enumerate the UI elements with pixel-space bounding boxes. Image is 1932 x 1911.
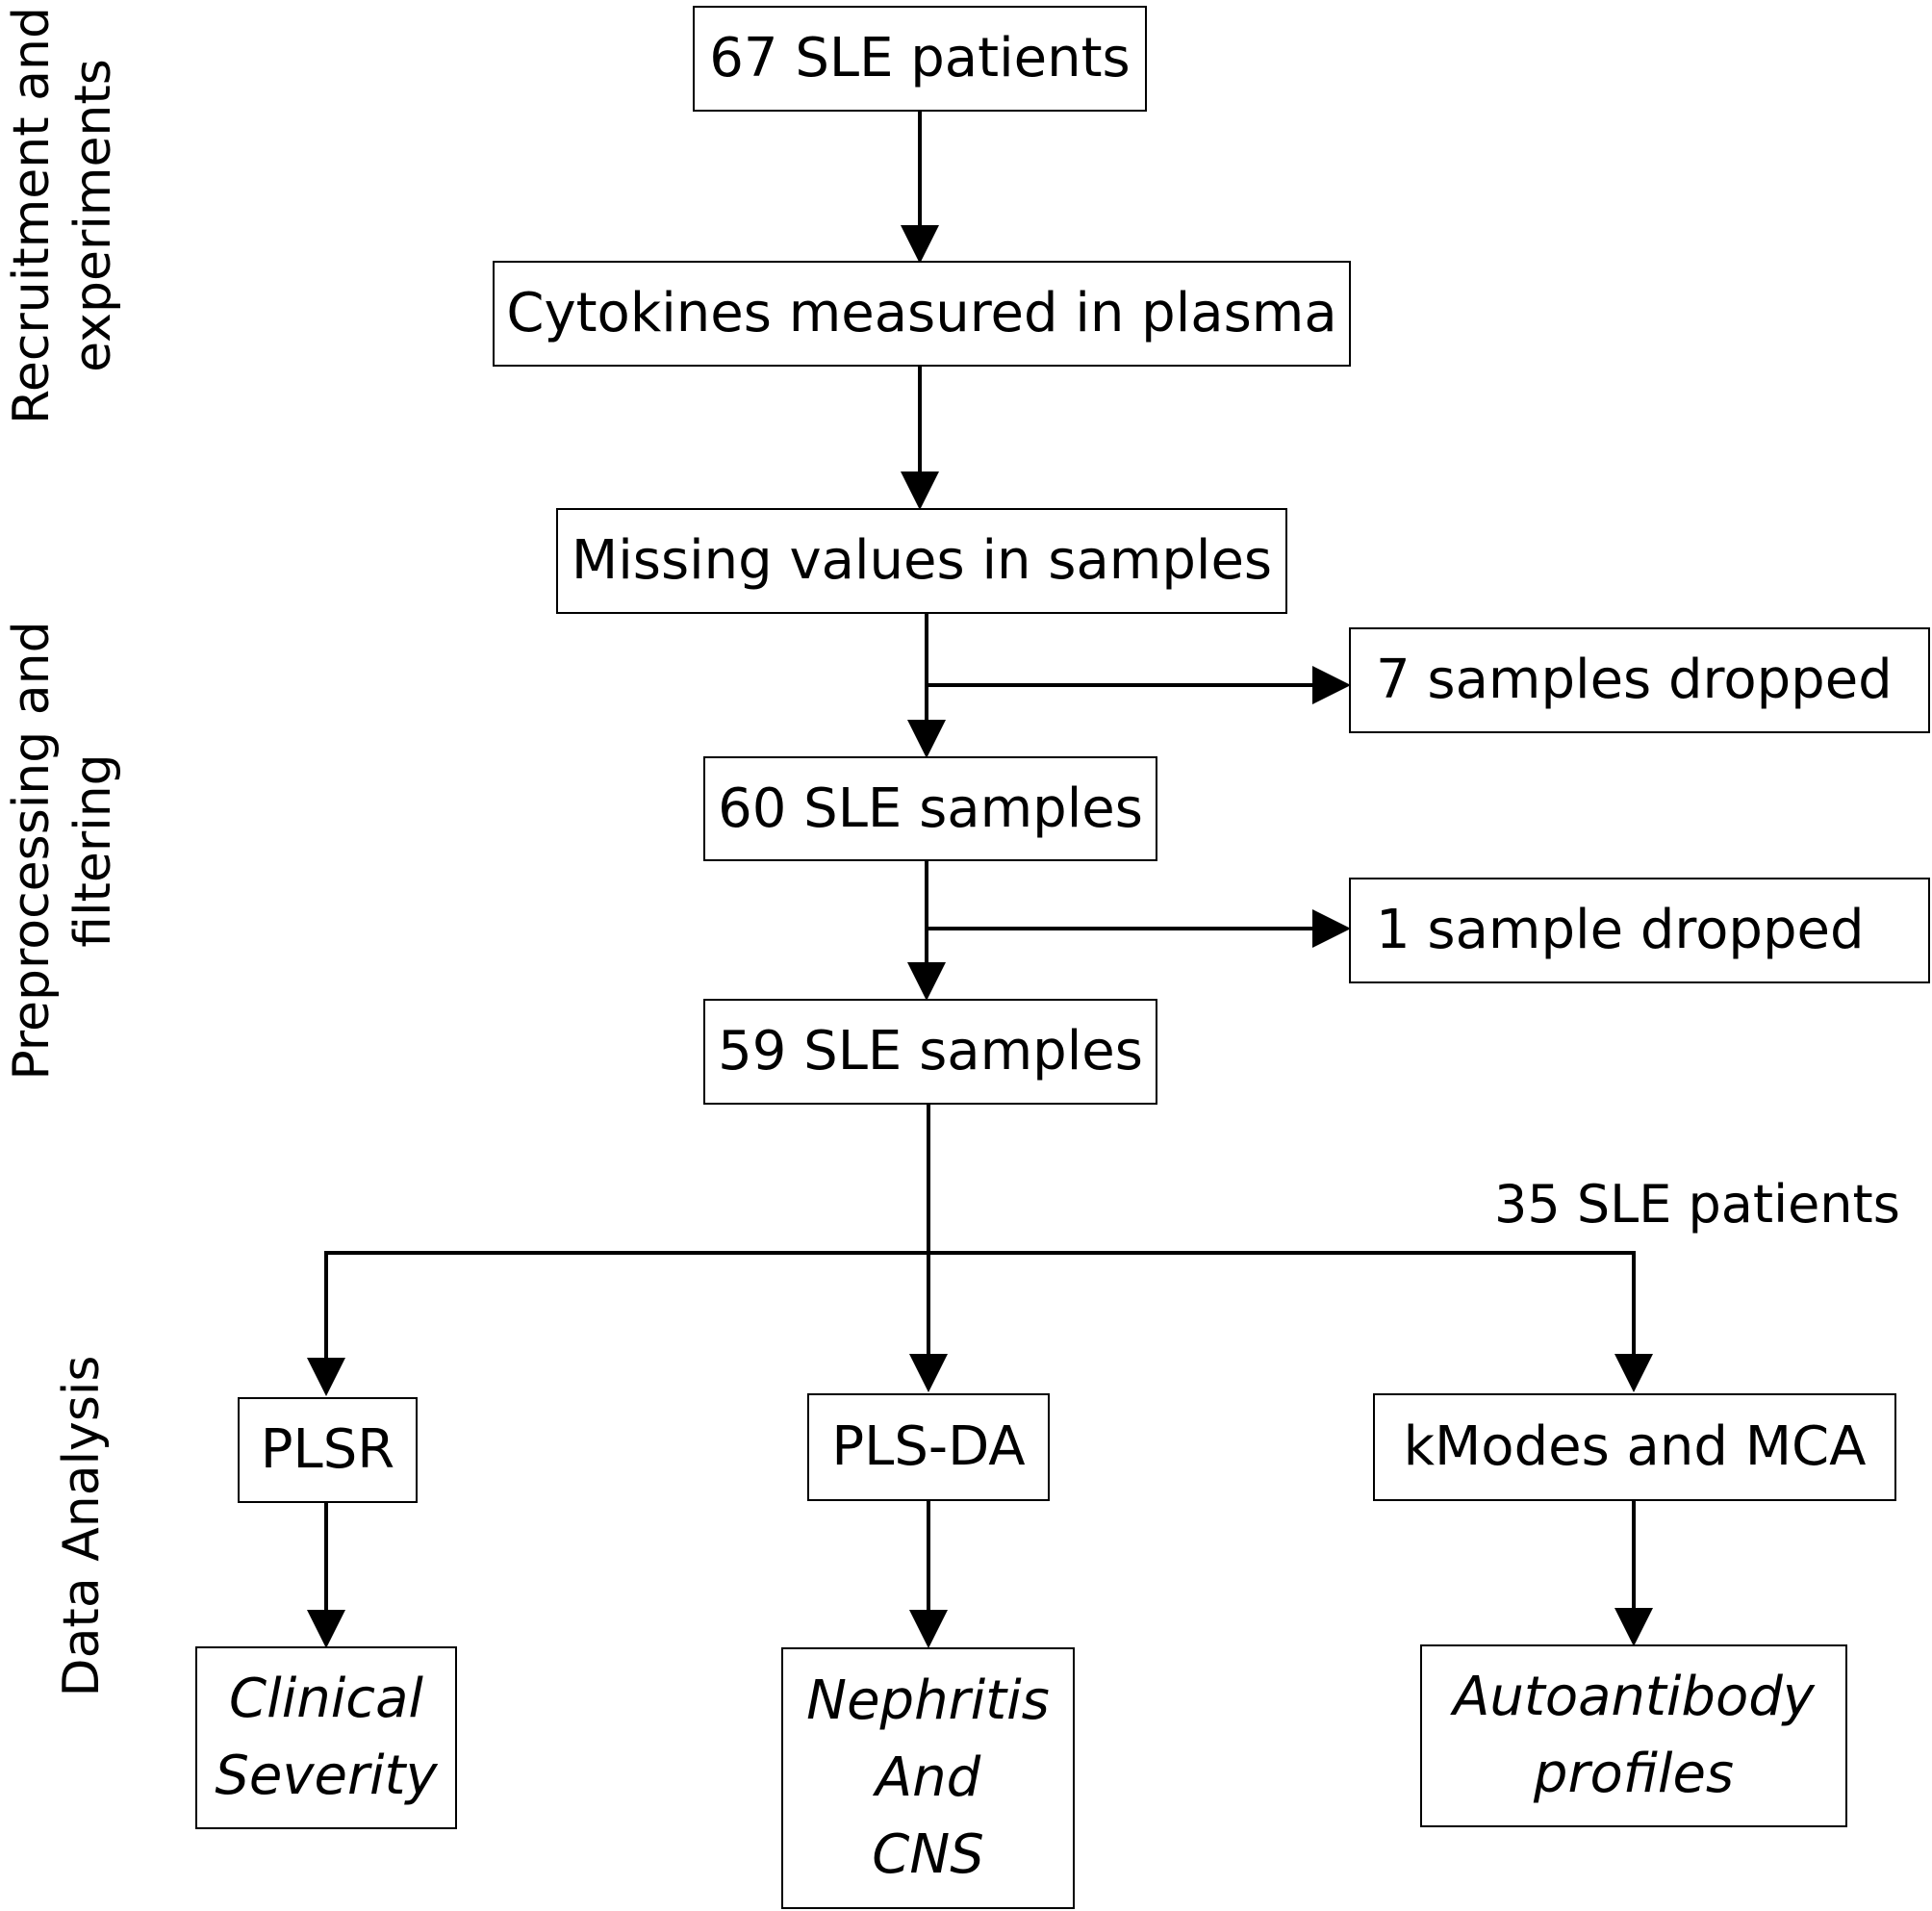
outcome-autoantibody-profiles: Autoantibody profiles	[1420, 1644, 1847, 1827]
node-missing-values: Missing values in samples	[556, 508, 1287, 614]
node-60-sle-samples-text: 60 SLE samples	[718, 777, 1143, 840]
node-kmodes-mca-text: kModes and MCA	[1403, 1415, 1867, 1478]
node-kmodes-mca: kModes and MCA	[1373, 1393, 1896, 1501]
node-59-sle-samples-text: 59 SLE samples	[718, 1020, 1143, 1083]
stage-label-preprocessing: Preprocessing and filtering	[1, 610, 124, 1091]
stage-label-recruitment: Recruitment and experiments	[1, 0, 124, 432]
node-59-sle-samples: 59 SLE samples	[703, 999, 1157, 1105]
stage-label-recruitment-line1: Recruitment and	[3, 7, 61, 424]
edge-label-35-sle-patients-text: 35 SLE patients	[1494, 1174, 1900, 1235]
node-pls-da: PLS-DA	[807, 1393, 1050, 1501]
stage-label-recruitment-line2: experiments	[64, 59, 122, 372]
node-pls-da-text: PLS-DA	[831, 1415, 1026, 1478]
outcome-nephritis-cns-line1: Nephritis	[806, 1669, 1050, 1732]
node-cytokines-measured: Cytokines measured in plasma	[493, 261, 1351, 367]
stage-label-analysis-line1: Data Analysis	[53, 1355, 111, 1697]
edge-label-35-sle-patients: 35 SLE patients	[1494, 1174, 1900, 1236]
node-1-sample-dropped: 1 sample dropped	[1349, 878, 1930, 983]
node-1-sample-dropped-text: 1 sample dropped	[1376, 899, 1865, 961]
node-67-sle-patients-text: 67 SLE patients	[709, 27, 1131, 89]
node-cytokines-measured-text: Cytokines measured in plasma	[506, 282, 1337, 344]
outcome-autoantibody-profiles-line2: profiles	[1533, 1743, 1735, 1805]
node-plsr: PLSR	[238, 1397, 418, 1503]
outcome-nephritis-cns-line3: CNS	[872, 1823, 984, 1886]
outcome-clinical-severity-line2: Severity	[215, 1745, 438, 1807]
outcome-nephritis-cns-line2: And	[875, 1746, 981, 1809]
outcome-clinical-severity: Clinical Severity	[195, 1646, 457, 1829]
outcome-autoantibody-profiles-line1: Autoantibody	[1453, 1666, 1815, 1728]
node-plsr-text: PLSR	[260, 1418, 395, 1481]
outcome-nephritis-cns: Nephritis And CNS	[781, 1647, 1075, 1909]
node-7-samples-dropped-text: 7 samples dropped	[1376, 649, 1893, 711]
stage-label-analysis: Data Analysis	[51, 1334, 113, 1719]
branch-bar	[324, 1251, 1636, 1390]
node-67-sle-patients: 67 SLE patients	[693, 6, 1147, 112]
node-7-samples-dropped: 7 samples dropped	[1349, 627, 1930, 733]
outcome-clinical-severity-line1: Clinical	[229, 1668, 423, 1730]
stage-label-preprocessing-line2: filtering	[64, 753, 122, 948]
node-60-sle-samples: 60 SLE samples	[703, 756, 1157, 861]
stage-label-preprocessing-line1: Preprocessing and	[3, 621, 61, 1081]
node-missing-values-text: Missing values in samples	[571, 529, 1273, 592]
